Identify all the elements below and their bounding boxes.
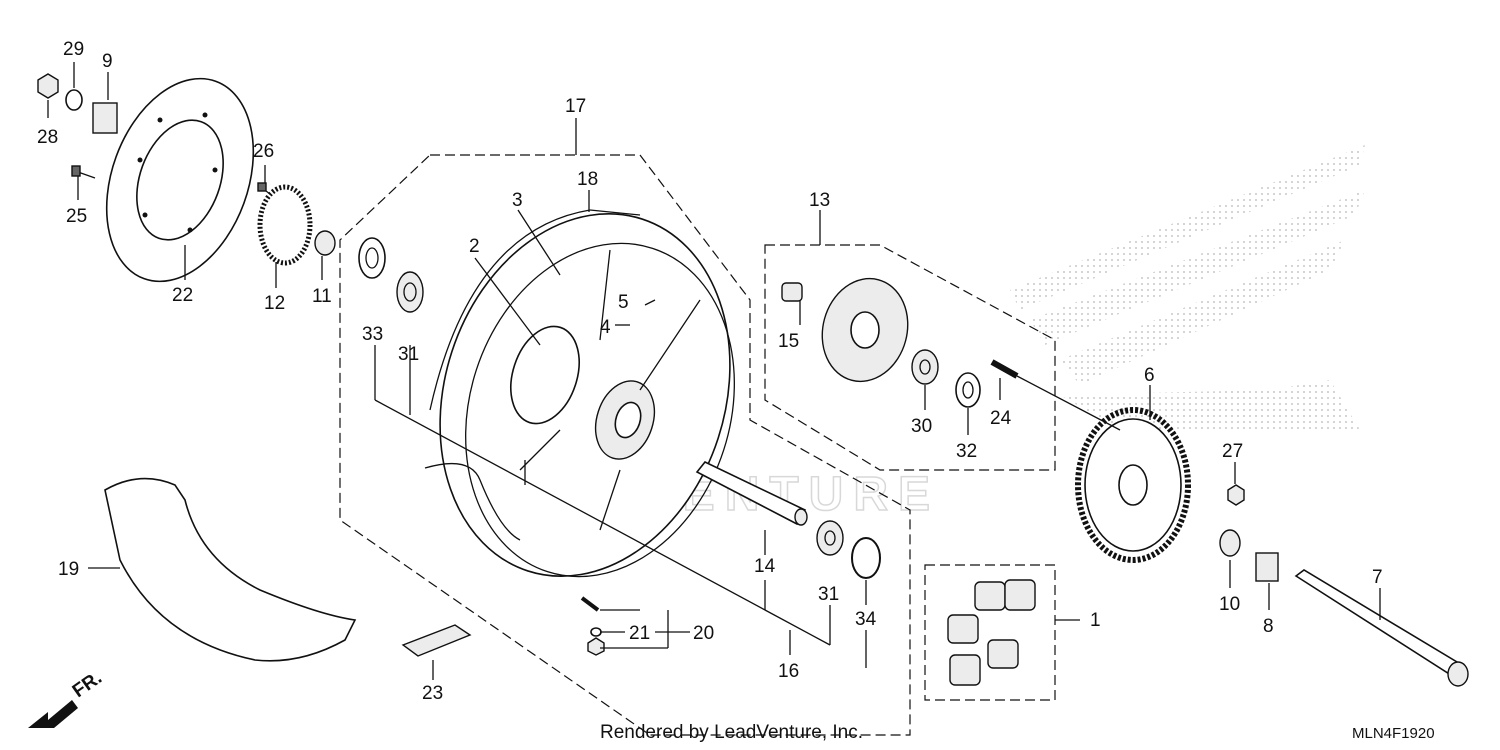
label-20: 20 [693,623,714,644]
o-ring-34 [851,537,881,579]
pulser-ring [257,184,313,266]
label-6: 6 [1144,365,1155,386]
honda-wing-watermark [1010,145,1365,430]
label-22: 22 [172,285,193,306]
label-16: 16 [778,661,799,682]
label-11: 11 [312,286,332,307]
label-26: 26 [253,141,274,162]
label-12: 12 [264,293,285,314]
hub-assembly-box [764,244,1056,471]
footer-credit: Rendered by LeadVenture, Inc. [600,722,863,743]
label-25: 25 [66,206,87,227]
valve-washer [590,627,602,637]
stud-24 [990,359,1019,379]
label-13: 13 [809,190,830,211]
oil-seal-32 [955,372,981,408]
valve-nut [587,637,605,656]
label-28: 28 [37,127,58,148]
label-4: 4 [600,317,611,338]
label-33: 33 [362,324,383,345]
label-7: 7 [1372,567,1383,588]
label-10: 10 [1219,594,1240,615]
brake-disc [105,77,255,283]
sprocket [1075,407,1191,563]
label-9: 9 [102,51,113,72]
label-30: 30 [911,416,932,437]
label-29: 29 [63,39,84,60]
label-31-a: 31 [398,344,419,365]
label-2: 2 [469,236,480,257]
nut-28 [37,73,59,99]
label-1: 1 [1090,610,1101,631]
direction-label: FR. [69,667,106,702]
label-14: 14 [754,556,776,577]
wheel-rim [429,209,735,578]
wheel-hub [510,249,701,531]
tire-cover [104,477,357,662]
washer-29 [65,89,83,111]
bearing-31-a [396,271,424,313]
label-19: 19 [58,559,79,580]
label-27: 27 [1222,441,1243,462]
label-18: 18 [577,169,598,190]
front-direction-arrow [28,700,78,728]
driven-flange [821,277,909,383]
label-3: 3 [512,190,523,211]
wheel-assembly-box [339,154,911,736]
label-8: 8 [1263,616,1274,637]
collar-11 [314,230,336,256]
valve-stem [580,596,600,612]
part-labels: 1 2 3 4 5 6 7 8 9 10 11 12 13 14 15 16 1… [37,39,1383,704]
label-15: 15 [778,331,799,352]
label-32: 32 [956,441,977,462]
damper-box [924,564,1056,701]
label-21: 21 [629,623,650,644]
label-31-b: 31 [818,584,839,605]
bolt-25 [77,171,96,179]
washer-10 [1219,529,1241,557]
bearing-31-b [816,520,844,556]
damper-rubbers [947,579,1036,686]
oil-seal-33 [358,237,386,279]
label-24: 24 [990,408,1012,429]
nut-27 [1227,484,1245,506]
plate-9 [92,102,118,134]
plate-8 [1255,552,1279,582]
label-17: 17 [565,96,586,117]
collar-15 [781,282,803,302]
drawing-code: MLN4F1920 [1352,725,1435,742]
leader-lines [47,62,1381,680]
label-5: 5 [618,292,629,313]
balance-weight [401,624,472,657]
label-34: 34 [855,609,877,630]
label-23: 23 [422,683,443,704]
bearing-30 [911,349,939,385]
rim-band [424,462,521,541]
